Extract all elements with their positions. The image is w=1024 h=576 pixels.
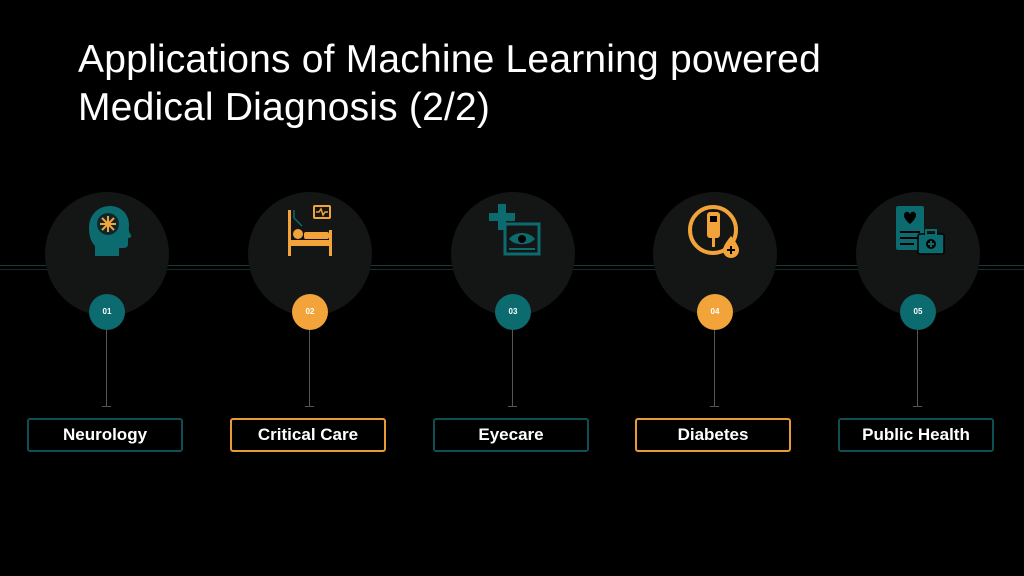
timeline-item-critical-care: 02 Critical Care: [225, 192, 395, 462]
glucose-meter-icon: [688, 205, 739, 258]
step-number: 01: [89, 294, 125, 330]
step-number: 04: [697, 294, 733, 330]
item-label: Public Health: [838, 418, 994, 452]
step-number: 05: [900, 294, 936, 330]
timeline-item-public-health: 05 Public Health: [833, 192, 1003, 462]
connector-line: [917, 330, 918, 406]
eye-scan-icon: [489, 204, 541, 256]
connector-tick: [710, 406, 719, 407]
step-number: 03: [495, 294, 531, 330]
connector-tick: [508, 406, 517, 407]
connector-line: [106, 330, 107, 406]
title-line-2: Medical Diagnosis (2/2): [78, 86, 491, 129]
connector-line: [714, 330, 715, 406]
medical-report-kit-icon: [896, 206, 945, 255]
connector-tick: [305, 406, 314, 407]
timeline-item-eyecare: 03 Eyecare: [428, 192, 598, 462]
timeline-item-diabetes: 04 Diabetes: [630, 192, 800, 462]
title-line-1: Applications of Machine Learning powered: [78, 38, 821, 81]
item-label: Critical Care: [230, 418, 386, 452]
timeline-item-neurology: 01 Neurology: [22, 192, 192, 462]
item-label: Eyecare: [433, 418, 589, 452]
slide-title: Applications of Machine Learning powered…: [78, 36, 978, 132]
connector-line: [512, 330, 513, 406]
hospital-bed-monitor-icon: [288, 205, 332, 256]
item-label: Neurology: [27, 418, 183, 452]
connector-tick: [102, 406, 111, 407]
connector-tick: [913, 406, 922, 407]
connector-line: [309, 330, 310, 406]
item-label: Diabetes: [635, 418, 791, 452]
step-number: 02: [292, 294, 328, 330]
brain-head-icon: [89, 206, 132, 256]
